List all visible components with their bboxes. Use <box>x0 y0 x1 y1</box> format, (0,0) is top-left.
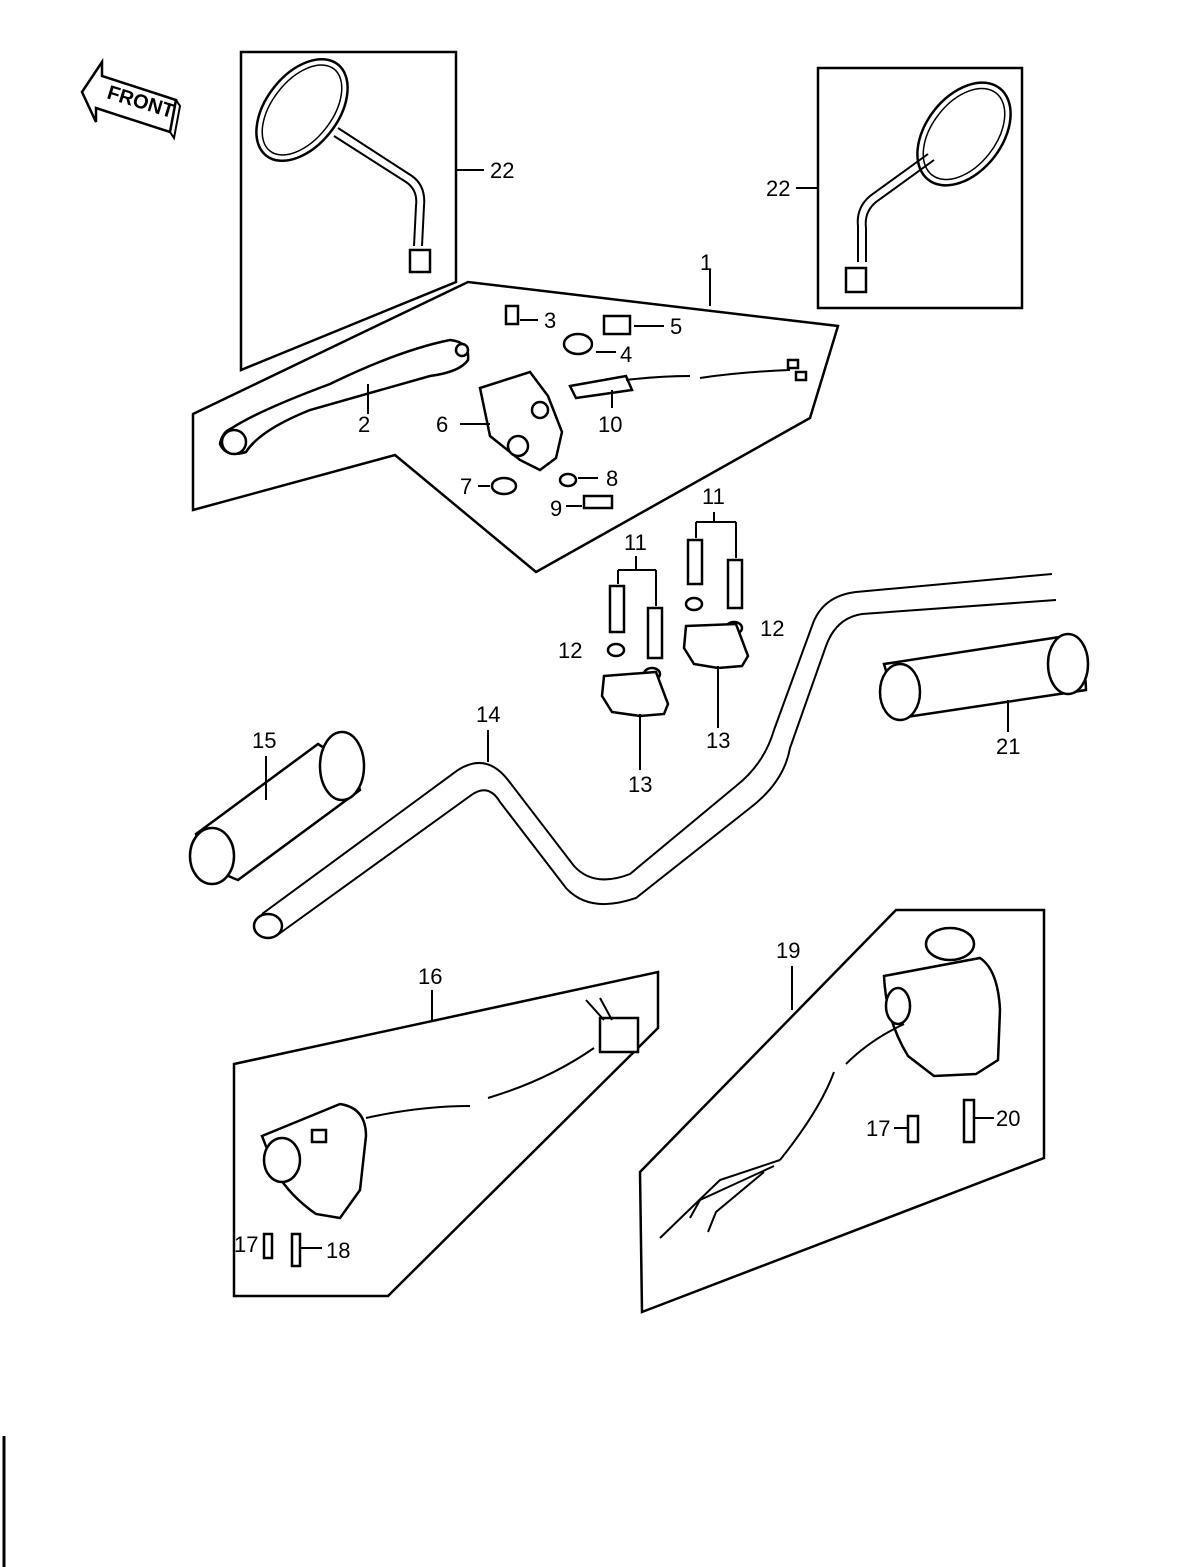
callout-1: 1 <box>700 250 712 275</box>
right-mirror-assembly <box>796 66 1024 310</box>
front-direction-arrow-icon: FRONT <box>80 57 182 141</box>
callout-2: 2 <box>358 412 370 437</box>
callout-12-left: 12 <box>558 638 582 663</box>
callout-13-right: 13 <box>706 728 730 753</box>
callout-4: 4 <box>620 342 632 367</box>
callout-12-right: 12 <box>760 616 784 641</box>
callout-22-right: 22 <box>766 176 790 201</box>
handlebar <box>252 573 1057 940</box>
callout-19: 19 <box>776 938 800 963</box>
lever-assembly <box>191 270 840 574</box>
left-mirror-assembly <box>239 50 484 372</box>
callout-9: 9 <box>550 496 562 521</box>
right-switch-assembly <box>638 908 1046 1314</box>
left-switch-assembly <box>232 970 660 1298</box>
left-grip <box>188 730 366 886</box>
callout-3: 3 <box>544 308 556 333</box>
callout-labels: 1 2 3 4 5 6 7 8 9 10 11 11 12 12 13 13 1… <box>234 158 1020 1263</box>
callout-7: 7 <box>460 474 472 499</box>
callout-14: 14 <box>476 702 500 727</box>
callout-15: 15 <box>252 728 276 753</box>
callout-10: 10 <box>598 412 622 437</box>
callout-21: 21 <box>996 734 1020 759</box>
callout-6: 6 <box>436 412 448 437</box>
callout-16: 16 <box>418 964 442 989</box>
callout-8: 8 <box>606 466 618 491</box>
callout-17-left: 17 <box>234 1232 258 1257</box>
callout-13-left: 13 <box>628 772 652 797</box>
callout-11-right: 11 <box>702 484 725 509</box>
handlebar-clamps <box>600 512 750 770</box>
callout-5: 5 <box>670 314 682 339</box>
right-grip <box>878 632 1090 732</box>
callout-20: 20 <box>996 1106 1020 1131</box>
callout-18: 18 <box>326 1238 350 1263</box>
callout-17-right: 17 <box>866 1116 890 1141</box>
callout-22-left: 22 <box>490 158 514 183</box>
callout-11-left: 11 <box>624 530 647 555</box>
